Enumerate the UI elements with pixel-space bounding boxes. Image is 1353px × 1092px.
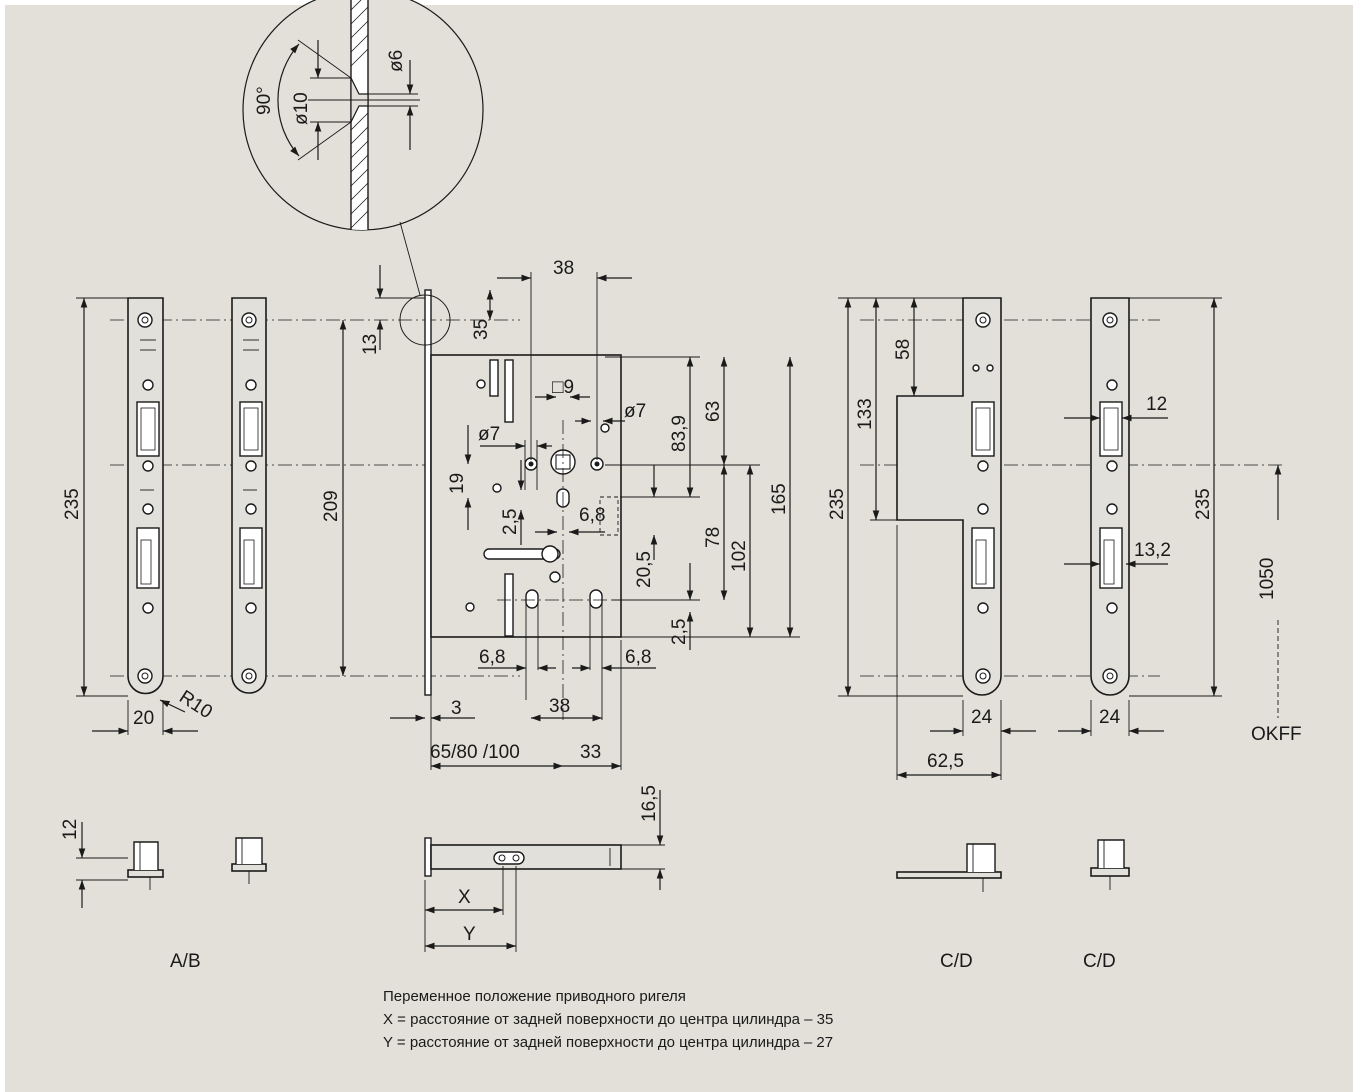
strike-plate (896, 297, 1002, 696)
dim-63: 63 (703, 401, 724, 422)
note-line-3: Y = расстояние от задней поверхности до … (383, 1034, 834, 1051)
label-ab: A/B (170, 951, 201, 972)
detail-angle-label: 90° (254, 86, 275, 115)
dim-102: 102 (729, 540, 750, 572)
faceplate-height-label: 235 (62, 488, 83, 520)
dim-1050: 1050 (1257, 558, 1278, 600)
detail-outer-diameter-label: ø10 (291, 92, 312, 125)
bottom-profile-ab: 12 A/B (60, 819, 267, 972)
dim-38-top: 38 (553, 258, 574, 279)
dim-133: 133 (855, 398, 876, 430)
faceplate-width-label: 20 (133, 708, 154, 729)
dim-62-5: 62,5 (927, 751, 964, 772)
y-label: Y (463, 924, 476, 945)
spindle-offset-label: 209 (321, 490, 342, 522)
lock-body (399, 289, 640, 720)
lock-body-dimensions: 38 35 □9 ø7 ø7 19 2,5 6,8 83,9 63 20,5 (390, 258, 800, 770)
bottom-profile-lock: 16,5 X Y (424, 785, 665, 952)
dim-13-2: 13,2 (1134, 540, 1171, 561)
label-cd-2: C/D (1083, 951, 1116, 972)
dim-6-8-left: 6,8 (479, 647, 505, 668)
faceplate-b (231, 297, 267, 694)
dim-19: 19 (447, 473, 468, 494)
dim-12: 12 (1146, 394, 1167, 415)
backset-label: 65/80 /100 (430, 742, 520, 763)
x-label: X (458, 887, 471, 908)
bottom-dim-12: 12 (60, 819, 81, 840)
dim-58: 58 (893, 339, 914, 360)
detail-countersink-view: 90° ø10 ø6 (242, 0, 484, 296)
dim-2-5-left: 2,5 (500, 509, 521, 535)
dim-33: 33 (580, 742, 601, 763)
dim-6-8-mid: 6,8 (579, 505, 605, 526)
dim-78: 78 (703, 527, 724, 548)
faceplate-dimensions: 235 20 R10 209 13 (62, 265, 425, 735)
okff-label: OKFF (1251, 724, 1302, 745)
top-offset-label: 13 (360, 334, 381, 355)
strike-height-right: 235 (1193, 488, 1214, 520)
note-line-2: X = расстояние от задней поверхности до … (383, 1011, 834, 1028)
dim-d7-right: ø7 (624, 401, 646, 422)
dim-24-a: 24 (971, 707, 993, 728)
dim-d7-left: ø7 (478, 424, 500, 445)
dim-square: □9 (552, 377, 574, 398)
strike-dimensions: 235 133 58 24 62,5 12 13,2 235 24 1050 O… (827, 297, 1302, 780)
dim-165: 165 (769, 483, 790, 515)
note-line-1: Переменное положение приводного ригеля (383, 988, 686, 1005)
dim-2-5-right: 2,5 (669, 619, 690, 645)
faceplate-d (1090, 297, 1130, 696)
faceplate-a (127, 297, 164, 695)
dim-24-b: 24 (1099, 707, 1121, 728)
label-cd-1: C/D (940, 951, 973, 972)
dim-20-5: 20,5 (634, 551, 655, 588)
bottom-profile-cd: C/D C/D (896, 839, 1130, 972)
strike-height-left: 235 (827, 488, 848, 520)
dim-6-8-right: 6,8 (625, 647, 651, 668)
dim-35: 35 (471, 319, 492, 340)
dim-3: 3 (451, 698, 462, 719)
dim-38-bottom: 38 (549, 696, 570, 717)
dim-83-9: 83,9 (669, 415, 690, 452)
dim-16-5: 16,5 (639, 785, 660, 822)
detail-inner-diameter-label: ø6 (386, 50, 407, 72)
